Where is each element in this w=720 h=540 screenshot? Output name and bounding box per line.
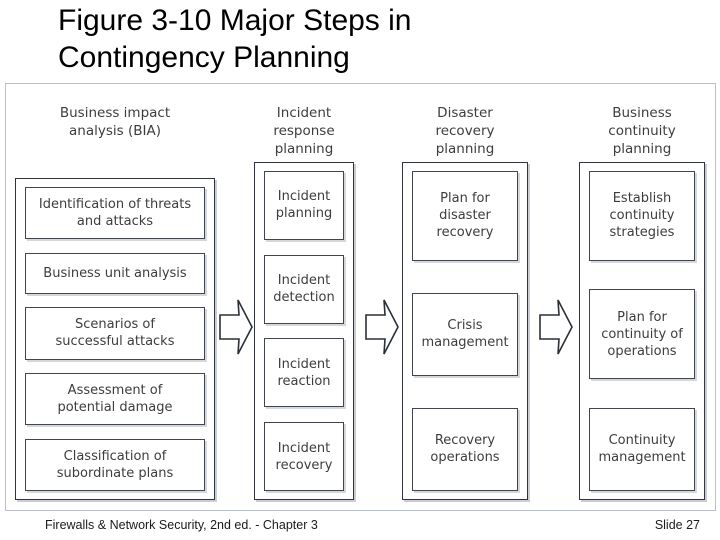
step-label-line: planning: [275, 206, 333, 222]
right-block-arrow-icon: [539, 299, 573, 355]
step-label-line: operations: [607, 343, 677, 359]
step-label-line: Incident: [277, 440, 331, 456]
right-block-arrow-icon: [365, 299, 399, 355]
step-box[interactable]: Classification of subordinate plans: [25, 438, 205, 491]
step-label-line: Establish: [612, 191, 672, 207]
step-label-line: continuity of: [601, 326, 683, 342]
column-header-line: planning: [612, 141, 672, 157]
column-header-disaster-recovery-planning: Disaster recovery planning: [402, 92, 528, 166]
step-label-line: Incident: [277, 189, 331, 205]
column-body-business-continuity-planning: Establish continuity strategies Plan for…: [579, 162, 705, 500]
step-box[interactable]: Incident planning: [264, 171, 344, 240]
column-body-business-impact-analysis: Identification of threats and attacks Bu…: [15, 178, 215, 500]
step-box[interactable]: Continuity management: [589, 407, 695, 491]
step-box[interactable]: Recovery operations: [412, 407, 518, 491]
footer-slide-number: Slide 27: [654, 518, 700, 532]
step-label-line: reaction: [277, 373, 331, 389]
step-label-line: Business unit analysis: [43, 265, 187, 281]
figure-panel: Business impact analysis (BIA) Identific…: [5, 83, 716, 511]
slide-footer: Firewalls & Network Security, 2nd ed. - …: [0, 513, 720, 540]
step-label-line: Assessment of: [67, 383, 163, 399]
step-label-line: and attacks: [76, 214, 154, 230]
contingency-planning-diagram: Business impact analysis (BIA) Identific…: [6, 84, 715, 510]
step-label-line: Plan for: [440, 191, 490, 207]
column-header-business-continuity-planning: Business continuity planning: [579, 92, 705, 166]
step-label-line: potential damage: [57, 400, 173, 416]
step-label-line: management: [598, 450, 686, 466]
step-box[interactable]: Establish continuity strategies: [589, 171, 695, 261]
step-label-line: detection: [273, 290, 335, 306]
step-label-line: Incident: [277, 273, 331, 289]
step-box[interactable]: Plan for disaster recovery: [412, 171, 518, 261]
column-body-incident-response-planning: Incident planning Incident detection Inc…: [254, 162, 354, 500]
step-label-line: Scenarios of: [75, 317, 155, 333]
diagram-column-business-impact-analysis: Business impact analysis (BIA) Identific…: [15, 92, 215, 504]
step-label-line: Crisis: [447, 318, 483, 334]
column-header-line: Disaster: [437, 105, 493, 121]
step-label-line: management: [421, 335, 509, 351]
step-box[interactable]: Plan for continuity of operations: [589, 289, 695, 379]
column-header-line: planning: [435, 141, 495, 157]
diagram-column-disaster-recovery-planning: Disaster recovery planning Plan for disa…: [402, 92, 528, 504]
step-label-line: recovery: [275, 457, 333, 473]
step-box[interactable]: Business unit analysis: [25, 252, 205, 294]
step-box[interactable]: Incident detection: [264, 254, 344, 324]
step-label-line: disaster: [439, 208, 491, 224]
step-label-line: continuity: [609, 208, 675, 224]
page-title-line-1: Figure 3-10 Major Steps in: [58, 4, 412, 37]
column-header-line: analysis (BIA): [69, 123, 161, 139]
step-label-line: Classification of: [63, 448, 167, 464]
step-box[interactable]: Identification of threats and attacks: [25, 187, 205, 240]
arrow-irp-to-drp: [363, 296, 401, 358]
step-label-line: Identification of threats: [38, 197, 192, 213]
step-label-line: successful attacks: [55, 334, 175, 350]
step-label-line: Continuity: [608, 433, 676, 449]
column-header-line: response: [273, 123, 335, 139]
page-title-line-2: Contingency Planning: [58, 41, 350, 74]
column-header-line: Business: [612, 105, 672, 121]
arrow-drp-to-bcp: [537, 296, 575, 358]
column-header-incident-response-planning: Incident response planning: [254, 92, 354, 166]
column-header-line: planning: [274, 141, 334, 157]
step-box[interactable]: Assessment of potential damage: [25, 372, 205, 426]
column-header-line: continuity: [608, 123, 676, 139]
step-label-line: operations: [430, 450, 500, 466]
page-title: Figure 3-10 Major Steps in Contingency P…: [58, 2, 698, 76]
step-box[interactable]: Scenarios of successful attacks: [25, 307, 205, 360]
step-label-line: Incident: [277, 356, 331, 372]
step-box[interactable]: Crisis management: [412, 292, 518, 376]
step-label-line: subordinate plans: [56, 465, 174, 481]
step-label-line: Recovery: [434, 433, 496, 449]
step-box[interactable]: Incident reaction: [264, 338, 344, 408]
step-label-line: Plan for: [617, 309, 667, 325]
footer-source-text: Firewalls & Network Security, 2nd ed. - …: [45, 518, 318, 532]
column-header-line: Incident: [276, 105, 332, 121]
step-box[interactable]: Incident recovery: [264, 422, 344, 491]
diagram-column-business-continuity-planning: Business continuity planning Establish c…: [579, 92, 705, 504]
step-label-line: strategies: [609, 225, 675, 241]
arrow-bia-to-irp: [217, 296, 255, 358]
column-body-disaster-recovery-planning: Plan for disaster recovery Crisis manage…: [402, 162, 528, 500]
column-header-line: Business impact: [59, 105, 171, 121]
step-label-line: recovery: [436, 225, 494, 241]
diagram-column-incident-response-planning: Incident response planning Incident plan…: [254, 92, 354, 504]
column-header-business-impact-analysis: Business impact analysis (BIA): [15, 92, 215, 166]
right-block-arrow-icon: [219, 299, 253, 355]
column-header-line: recovery: [435, 123, 495, 139]
